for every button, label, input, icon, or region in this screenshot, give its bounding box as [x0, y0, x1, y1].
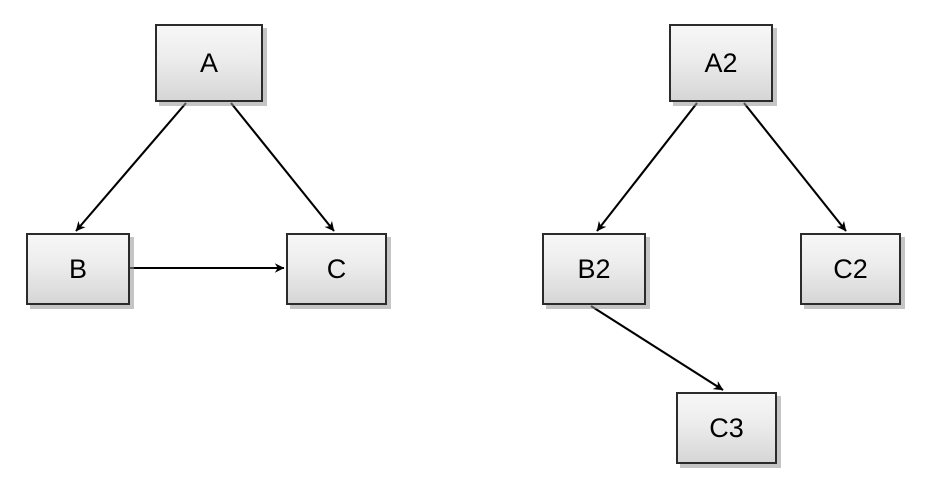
node-b[interactable]: B	[26, 233, 130, 305]
edge-a2-to-c2[interactable]	[743, 102, 847, 232]
edges-group	[75, 102, 847, 391]
node-c[interactable]: C	[286, 233, 387, 305]
node-c3[interactable]: C3	[676, 392, 777, 464]
node-a2[interactable]: A2	[669, 24, 773, 102]
node-label-a: A	[199, 47, 218, 78]
node-label-c3: C3	[709, 412, 744, 443]
edge-a-to-c[interactable]	[230, 102, 335, 232]
node-b2[interactable]: B2	[542, 233, 646, 305]
node-a[interactable]: A	[155, 24, 263, 102]
node-c2[interactable]: C2	[800, 233, 901, 305]
node-label-c2: C2	[833, 253, 868, 284]
edge-a2-to-b2[interactable]	[596, 102, 698, 232]
edge-a-to-b[interactable]	[75, 102, 187, 232]
edge-b2-to-c3[interactable]	[590, 305, 724, 391]
node-label-b2: B2	[577, 253, 611, 284]
node-label-a2: A2	[704, 47, 738, 78]
node-label-b: B	[68, 253, 87, 284]
node-label-c: C	[326, 253, 347, 284]
